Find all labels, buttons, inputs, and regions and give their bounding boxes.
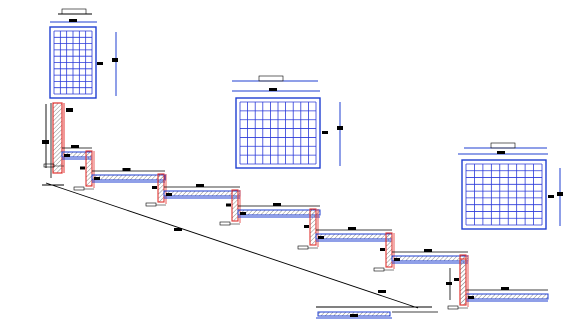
bottom-detail-tag <box>350 314 358 317</box>
landing-4-dim-tag <box>273 203 281 206</box>
detail-panel-2 <box>232 75 343 169</box>
landing-3-riser-tag <box>152 186 157 189</box>
landing-2-dim-tag <box>122 168 131 171</box>
panel-3-title-tag <box>490 142 516 149</box>
panel-2-side-tag-2 <box>322 131 328 134</box>
landing-7-slab <box>465 293 549 300</box>
upper-wall-body <box>52 102 63 174</box>
landing-2-riser-tag <box>80 166 85 170</box>
landing-6-dim-tag <box>424 249 432 252</box>
landing-7-note-tag <box>447 305 459 310</box>
landing-1-note-tag <box>43 163 55 168</box>
landing-1-step-block <box>64 154 70 157</box>
final-riser <box>459 258 467 306</box>
landing-4-slab <box>237 209 321 216</box>
landing-3-slab <box>163 190 241 197</box>
panel-3-side-tag <box>557 192 563 196</box>
panel-1-side-tag <box>112 58 118 62</box>
panel-3-grid <box>465 163 543 226</box>
landing-4-note-tag <box>219 221 231 226</box>
landing-5-riser-tag <box>304 225 309 228</box>
landing-2-riser <box>85 150 93 187</box>
final-riser-tag <box>446 282 452 285</box>
detail-panel-1 <box>49 8 118 99</box>
panel-1-grid <box>53 30 93 95</box>
landing-7-dim-tag <box>501 287 509 290</box>
landing-3-note-tag <box>145 202 157 207</box>
landing-5-step-block <box>318 236 324 239</box>
landing-5-dim-tag <box>348 227 356 230</box>
panel-1-dim-tag <box>69 19 77 22</box>
landing-4-riser-tag <box>226 203 231 207</box>
landing-3-dim-tag <box>196 184 204 187</box>
panel-3-dim-tag <box>497 151 505 154</box>
landing-6-riser <box>385 232 393 268</box>
slope-line <box>42 182 419 309</box>
slope-tag-1 <box>174 228 182 231</box>
stair-flights <box>43 145 549 310</box>
landing-5-slab <box>315 233 393 240</box>
landing-4-riser <box>231 189 239 222</box>
landing-6-slab <box>391 255 469 262</box>
landing-3-step-block <box>166 193 172 196</box>
landing-6-note-tag <box>373 267 385 272</box>
landing-2-note-tag <box>73 186 85 191</box>
upper-wall-dim-tag <box>42 140 49 144</box>
upper-wall-tag <box>66 108 73 112</box>
slope-datum-line <box>45 182 419 309</box>
detail-panel-3 <box>458 142 563 230</box>
landing-3-riser <box>157 173 165 203</box>
panel-2-grid <box>239 101 317 165</box>
landing-6-riser-tag <box>380 248 385 251</box>
bottom-detail <box>316 306 438 319</box>
panel-2-title-tag <box>258 75 284 82</box>
landing-4-step-block <box>240 212 246 215</box>
landing-2-slab <box>91 174 166 181</box>
landing-6-step-block <box>394 258 400 261</box>
landing-2-step-block <box>94 177 100 180</box>
landing-5-note-tag <box>297 245 309 250</box>
panel-1-title-tag <box>61 8 87 15</box>
landing-1-dim-tag <box>71 145 79 148</box>
panel-1-side-tag-2 <box>97 62 103 65</box>
upper-wall <box>42 102 73 178</box>
slope-tag-2 <box>378 290 386 293</box>
panel-2-dim-tag <box>269 88 277 91</box>
panel-2-side-tag <box>337 126 343 130</box>
landing-7-step-block <box>468 296 474 299</box>
panel-3-side-tag-2 <box>548 195 554 198</box>
landing-7-riser-tag <box>454 278 459 281</box>
landing-5-riser <box>309 208 317 246</box>
panel-3-frame <box>461 159 547 230</box>
